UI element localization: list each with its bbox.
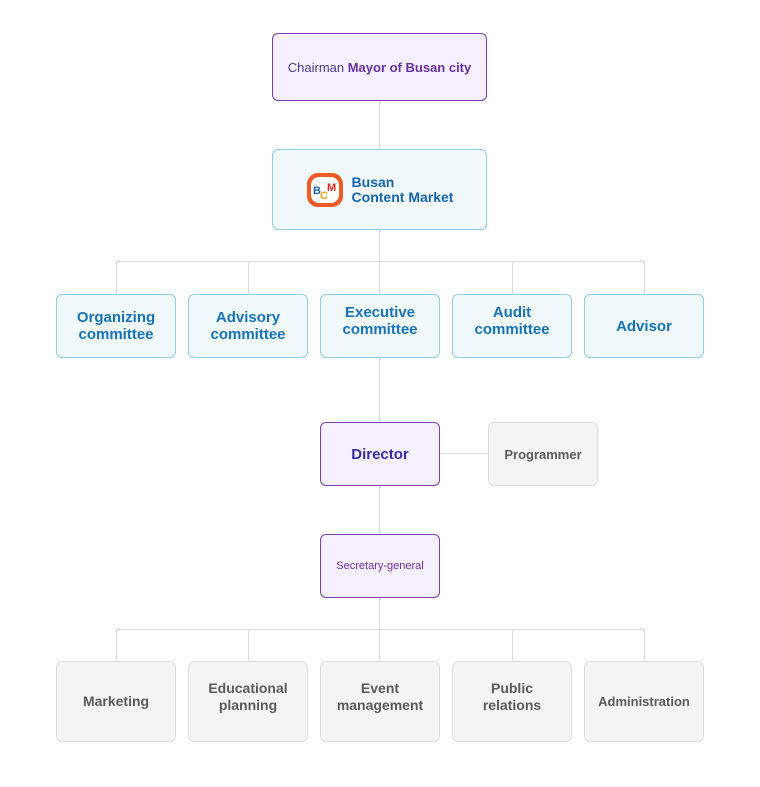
department-box-educational-planning: Educational planning [188, 661, 308, 742]
director-box: Director [320, 422, 440, 486]
connector-line [379, 357, 380, 423]
committee-box-audit: Audit committee [452, 294, 572, 358]
connector-line [379, 229, 380, 261]
connector-line [439, 453, 489, 454]
committee-label: Executive committee [342, 304, 418, 338]
connector-line [248, 629, 249, 662]
committee-box-organizing: Organizing committee [56, 294, 176, 358]
connector-line [512, 261, 513, 295]
bcm-logo-icon: B C M [306, 172, 343, 207]
department-box-marketing: Marketing [56, 661, 176, 742]
programmer-box: Programmer [488, 422, 598, 486]
connector-line [379, 597, 380, 629]
committee-label: Organizing committee [76, 309, 156, 343]
organization-box: B C M Busan Content Market [272, 149, 487, 230]
department-label: Event management [336, 679, 424, 713]
department-label: Public relations [482, 679, 542, 713]
connector-line [644, 629, 645, 662]
committee-box-executive: Executive committee [320, 294, 440, 358]
chairman-prefix: Chairman [287, 59, 348, 75]
connector-line [379, 485, 380, 535]
svg-text:C: C [320, 190, 328, 202]
connector-line [116, 629, 117, 662]
committee-label: Advisor [616, 317, 672, 335]
connector-line [116, 629, 645, 630]
connector-line [379, 261, 380, 295]
svg-text:M: M [327, 182, 336, 194]
chairman-name: Mayor of Busan city [347, 59, 472, 75]
department-label: Educational planning [208, 679, 288, 713]
programmer-label: Programmer [504, 446, 582, 462]
svg-text:B: B [313, 185, 321, 197]
department-box-administration: Administration [584, 661, 704, 742]
chairman-box: Chairman Mayor of Busan city [272, 33, 487, 101]
department-box-public-relations: Public relations [452, 661, 572, 742]
connector-line [644, 261, 645, 295]
committee-box-advisory: Advisory committee [188, 294, 308, 358]
committee-label: Advisory committee [210, 309, 286, 343]
connector-line [116, 261, 645, 262]
connector-line [379, 100, 380, 150]
connector-line [116, 261, 117, 295]
secretary-general-label: Secretary-general [336, 560, 424, 572]
secretary-general-box: Secretary-general [320, 534, 440, 598]
committee-label: Audit committee [474, 304, 550, 338]
organization-name: Busan Content Market [351, 173, 454, 205]
department-label: Administration [598, 694, 690, 709]
director-label: Director [351, 445, 409, 463]
department-box-event-management: Event management [320, 661, 440, 742]
connector-line [248, 261, 249, 295]
committee-box-advisor: Advisor [584, 294, 704, 358]
connector-line [379, 629, 380, 662]
department-label: Marketing [82, 693, 150, 709]
connector-line [512, 629, 513, 662]
